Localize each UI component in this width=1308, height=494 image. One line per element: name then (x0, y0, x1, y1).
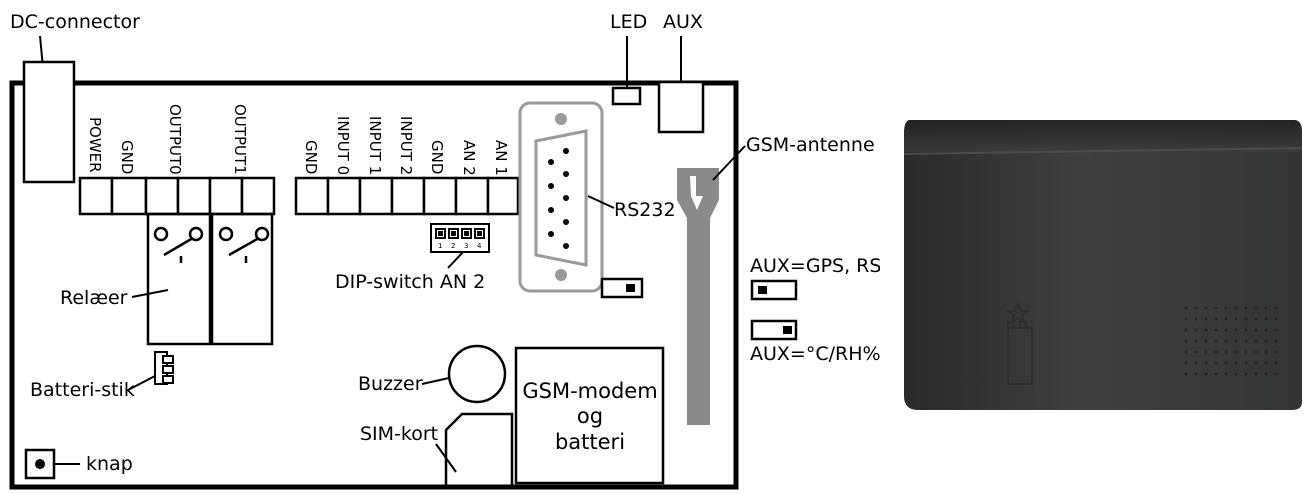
gsm-box-line2: og (577, 404, 603, 428)
terminal-label-an2: AN 2 (460, 140, 478, 176)
label-aux-gps: AUX=GPS, RS232 (750, 255, 880, 277)
gsm-modem-box (514, 346, 665, 485)
gsm-box-line3: batteri (555, 430, 625, 454)
dip-number-4: 4 (477, 242, 482, 250)
sim-card (444, 412, 514, 487)
label-relaeer: Relæer (60, 287, 128, 309)
leader-rs232 (587, 195, 615, 209)
aux-switch-gps-knob (758, 286, 767, 294)
dip-switch: 1 2 3 4 (430, 223, 490, 253)
label-rs232: RS232 (614, 199, 676, 221)
dip-number-3: 3 (464, 242, 468, 250)
terminal-label-input2: INPUT 2 (397, 116, 415, 175)
gsm-box-line1: GSM-modem (522, 379, 657, 403)
rs232-connector (518, 101, 604, 293)
relays (146, 212, 274, 346)
label-aux: AUX (663, 11, 703, 33)
label-buzzer: Buzzer (358, 373, 423, 395)
label-sim-kort: SIM-kort (360, 423, 438, 445)
label-aux-temp: AUX=°C/RH%, I²C (750, 343, 880, 365)
leader-relaeer (131, 289, 169, 298)
terminal-label-gnd-2: GND (428, 140, 446, 174)
aux-connector (657, 80, 705, 134)
button-knap-dot (35, 459, 45, 469)
board-outline (9, 80, 739, 490)
terminal-label-output0: OUTPUT0 (166, 104, 184, 175)
board-switch-knob (626, 284, 635, 292)
buzzer (447, 344, 507, 404)
board-switch (600, 277, 644, 299)
terminal-label-input1: INPUT 1 (366, 116, 384, 175)
label-led: LED (610, 11, 647, 33)
label-gsm-antenne: GSM-antenne (746, 134, 875, 156)
dip-number-2: 2 (451, 242, 455, 250)
leader-batteri-stik (127, 375, 156, 391)
circuit-board-diagram: DC-connector LED AUX POWER GND OUTPUT0 O… (9, 11, 880, 490)
label-dc-connector: DC-connector (10, 11, 140, 33)
led (611, 86, 642, 106)
label-knap: knap (86, 453, 133, 475)
leader-buzzer (421, 377, 450, 385)
leader-gsm-antenne (712, 145, 746, 181)
logo-castle-icon (1004, 301, 1033, 385)
terminal-label-output1: OUTPUT1 (231, 104, 249, 175)
terminal-label-input0: INPUT 0 (334, 116, 352, 175)
gsm-antenna (677, 168, 719, 425)
aux-switch-temp (750, 319, 798, 341)
leader-sim-kort (435, 443, 457, 473)
leader-dip-switch (447, 251, 464, 269)
label-batteri-stik: Batteri-stik (30, 379, 135, 401)
aux-switch-temp-knob (783, 326, 792, 334)
terminal-block-right (294, 176, 520, 216)
speaker-grille (1184, 306, 1278, 376)
aux-switch-gps (750, 279, 798, 301)
dip-number-1: 1 (438, 242, 442, 250)
device-photo (903, 120, 1303, 410)
terminal-label-an1: AN 1 (492, 140, 510, 176)
terminal-label-gnd-1: GND (302, 140, 320, 174)
battery-connector (154, 351, 174, 385)
terminal-block-left (78, 176, 276, 216)
label-dip-switch: DIP-switch AN 2 (335, 271, 485, 293)
terminal-label-power: POWER (86, 117, 104, 173)
dc-connector (22, 60, 76, 184)
terminal-label-gnd: GND (118, 140, 136, 174)
